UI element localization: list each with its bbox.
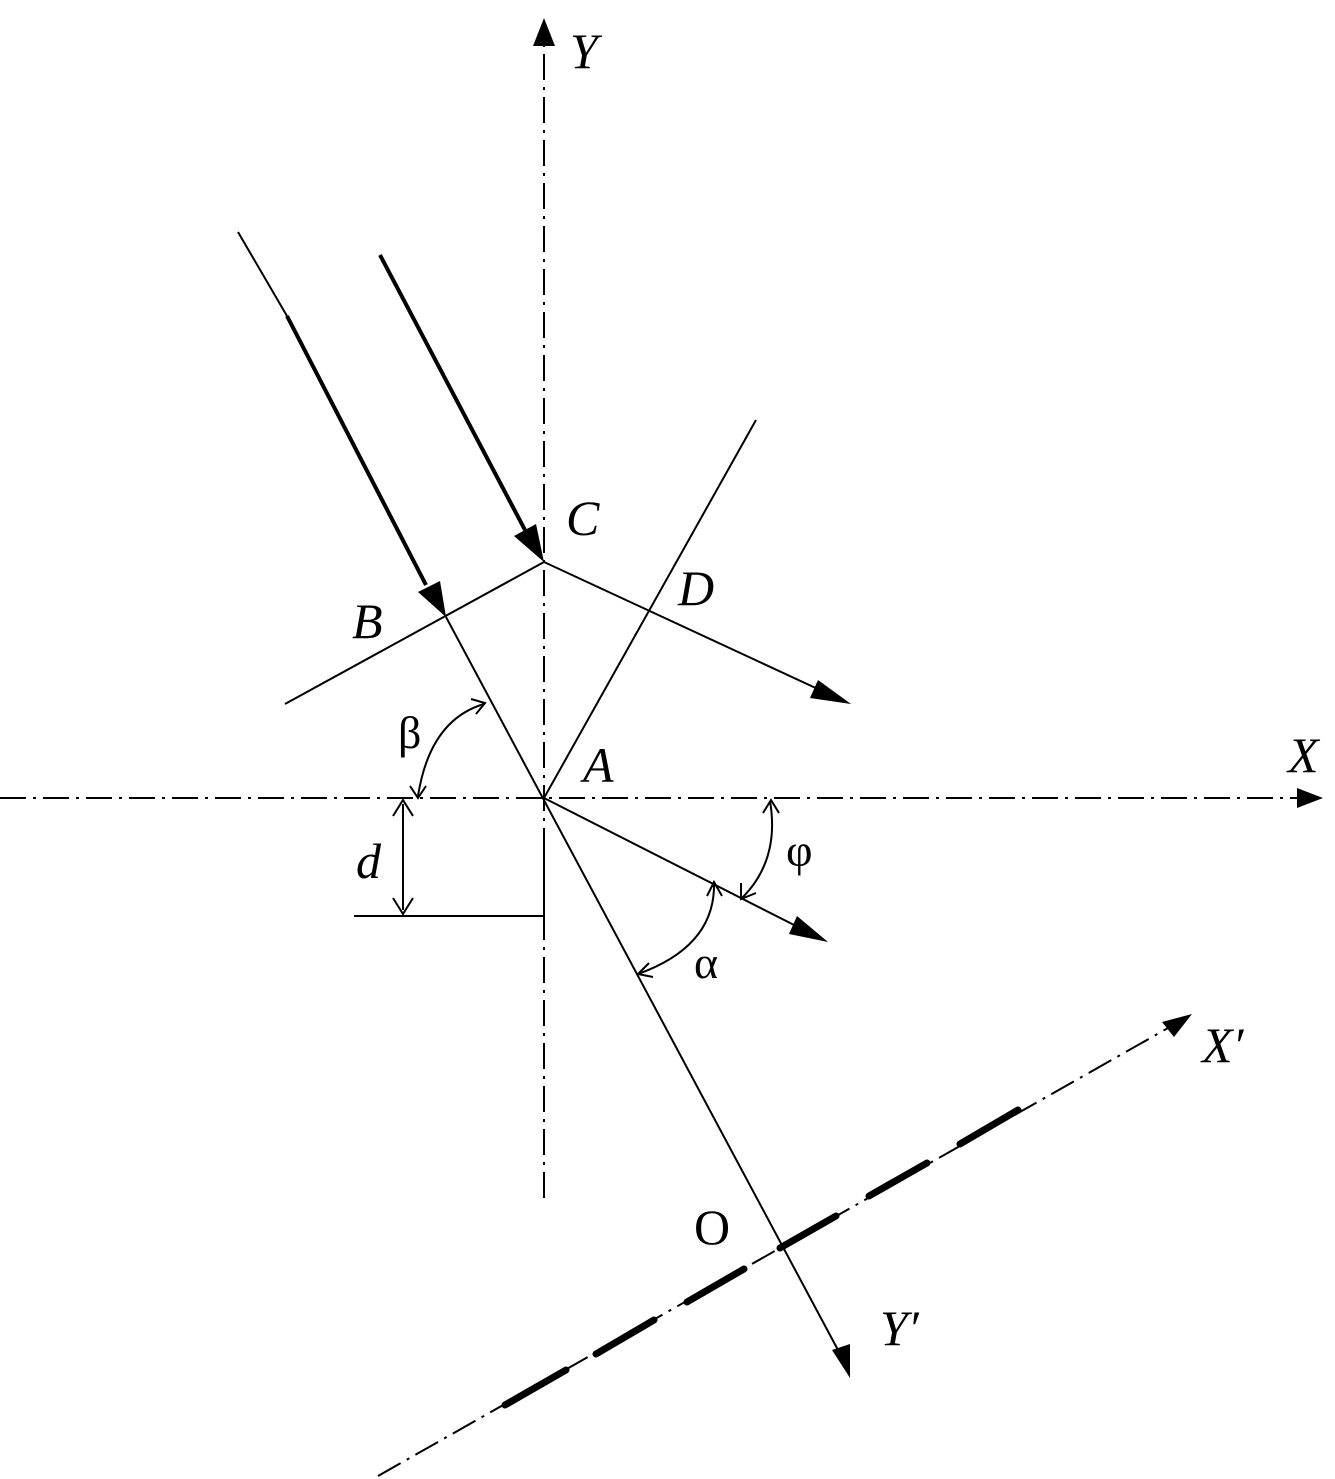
- label-y-prime-axis: Y′: [880, 1300, 920, 1356]
- label-angle-beta: β: [398, 707, 421, 758]
- label-point-b: B: [352, 593, 383, 649]
- y-prime-axis: [445, 616, 850, 1378]
- dimension-d-lines: [354, 798, 545, 917]
- label-point-d: D: [677, 560, 714, 616]
- surface-line-bc: [284, 561, 545, 705]
- label-angle-phi: φ: [786, 825, 813, 876]
- angle-alpha-arc: [635, 879, 723, 978]
- label-dimension-d: d: [356, 833, 382, 889]
- x-axis: [0, 788, 1323, 808]
- label-x-prime-axis: X′: [1200, 1017, 1245, 1073]
- label-origin-o: O: [694, 1199, 730, 1255]
- incoming-ray-c: [378, 254, 544, 562]
- incoming-ray-b: [237, 231, 446, 617]
- label-y-axis: Y: [570, 23, 603, 79]
- angle-beta-arc: [409, 698, 487, 800]
- reflected-ray-cd: [543, 561, 851, 704]
- line-ad: [543, 419, 757, 799]
- label-angle-alpha: α: [694, 937, 718, 988]
- angle-phi-arc: [740, 798, 780, 901]
- ray-a-phi: [543, 797, 828, 942]
- label-x-axis: X: [1286, 727, 1321, 783]
- x-prime-axis: [377, 1014, 1192, 1477]
- y-axis: [533, 18, 555, 1198]
- label-point-a: A: [580, 737, 614, 793]
- label-point-c: C: [566, 490, 600, 546]
